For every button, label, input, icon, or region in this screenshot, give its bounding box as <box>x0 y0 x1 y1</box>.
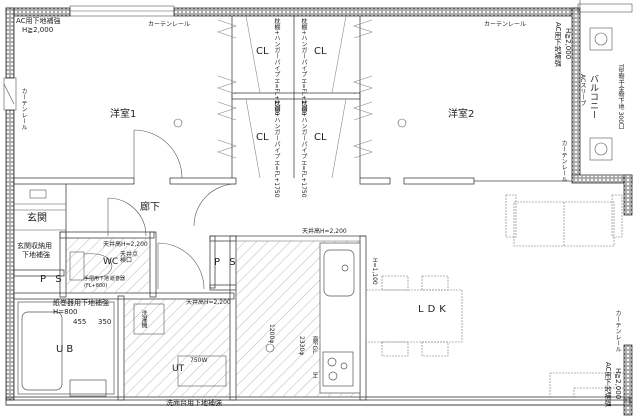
tv-board <box>549 372 625 398</box>
room-ub: UB <box>56 344 77 355</box>
ceiling-lights <box>173 118 407 353</box>
dim-350: 350 <box>98 318 112 326</box>
room-ut: UT <box>172 364 185 374</box>
ceiling-height-ut: 天井高H=2,200 <box>186 299 231 306</box>
top-windows <box>69 3 633 17</box>
balcony-note: T型物干金物下地 300口 <box>617 64 624 130</box>
wc-note-2: (FL+800) <box>84 283 108 289</box>
kitchen-height: H=1,100 <box>371 258 378 285</box>
curtain-rail-1: カーテンレール <box>148 21 191 28</box>
ac-reinforce-topleft: AC用下地補強 <box>16 17 61 25</box>
entrance-storage-note-2: 下地補強 <box>22 251 50 259</box>
room-ps-2: P S <box>214 257 239 268</box>
closet-label-1: CL <box>256 46 269 57</box>
dining-table <box>365 275 463 357</box>
closet-note-4: 枕棚+ハンガーパイプ H=FL+1750 <box>300 100 307 198</box>
curtain-rail-5: カーテンレール <box>614 310 621 352</box>
wc-note-1: 手摺用下地 <box>84 276 110 282</box>
balcony-fixtures <box>579 0 613 175</box>
closet-label-4: CL <box>314 132 327 143</box>
curtain-rail-3: カーテンレール <box>20 88 27 130</box>
closet-note-1: 枕棚+ハンガーパイプ H=FL+1750 <box>273 18 280 116</box>
bathtub <box>17 301 115 397</box>
ac-reinforce-topright: AC用下地補強 <box>554 22 562 67</box>
exterior-walls <box>5 7 633 416</box>
toilet <box>69 251 227 387</box>
ceiling-height-kitchen: 天井高H=2,200 <box>302 228 347 235</box>
dim-1200: 1200φ <box>268 324 275 344</box>
curtain-rail-2: カーテンレール <box>484 21 527 28</box>
kitchen-gl: 高FGL <box>311 336 318 354</box>
room-western-1: 洋室1 <box>110 109 137 120</box>
closet-note-2: 枕棚+ハンガーパイプ H=FL+1750 <box>300 18 307 116</box>
sofa <box>505 194 623 247</box>
closet-label-2: CL <box>314 46 327 57</box>
ih-label: IH <box>311 372 318 379</box>
ac-height-topright: H≧2,000 <box>564 28 572 60</box>
paper-holder-height: H=800 <box>53 308 78 316</box>
ceiling-height-wc: 天井高H=2,200 <box>103 241 148 248</box>
ac-height-topleft: H≧2,000 <box>22 26 54 34</box>
room-entrance: 玄関 <box>27 213 47 224</box>
ac-sleeve: ACスリーブ <box>579 74 586 107</box>
room-ldk: LDK <box>418 304 450 315</box>
left-window <box>3 77 17 111</box>
room-hallway: 廊下 <box>140 202 160 213</box>
room-wc: WC <box>103 257 119 267</box>
washstand-reinforce: 洗面台用下地補強 <box>166 399 222 407</box>
dim-455: 455 <box>73 318 87 326</box>
closet-label-3: CL <box>256 132 269 143</box>
wc-paper: 紙巻器 <box>110 276 126 282</box>
ac-reinforce-bottomright: AC用下地補強 <box>604 362 612 407</box>
ac-height-bottomright: H≧2,000 <box>614 368 622 400</box>
ut-width: 750W <box>190 357 208 364</box>
room-ps-1: P S <box>40 274 65 285</box>
shoe-cabinet <box>14 189 66 231</box>
paper-holder-reinforce: 紙巻器用下地補強 <box>53 299 109 307</box>
kitchen-counter <box>319 242 361 394</box>
curtain-rail-4: カーテンレール <box>560 140 567 182</box>
interior-walls <box>13 16 572 401</box>
closet-doors <box>217 15 373 179</box>
swing-doors <box>107 129 237 290</box>
dim-2330: 2330φ <box>298 336 305 356</box>
room-western-2: 洋室2 <box>448 109 475 120</box>
closet-note-3: 枕棚+ハンガーパイプ H=FL+1750 <box>273 100 280 198</box>
entrance-storage-note: 玄関収納用 <box>17 242 52 250</box>
wc-inspection-hatch: 天井点検口 <box>120 251 139 264</box>
washer-label: 洗濯機 <box>140 310 147 328</box>
room-balcony: バルコニー <box>588 74 598 119</box>
